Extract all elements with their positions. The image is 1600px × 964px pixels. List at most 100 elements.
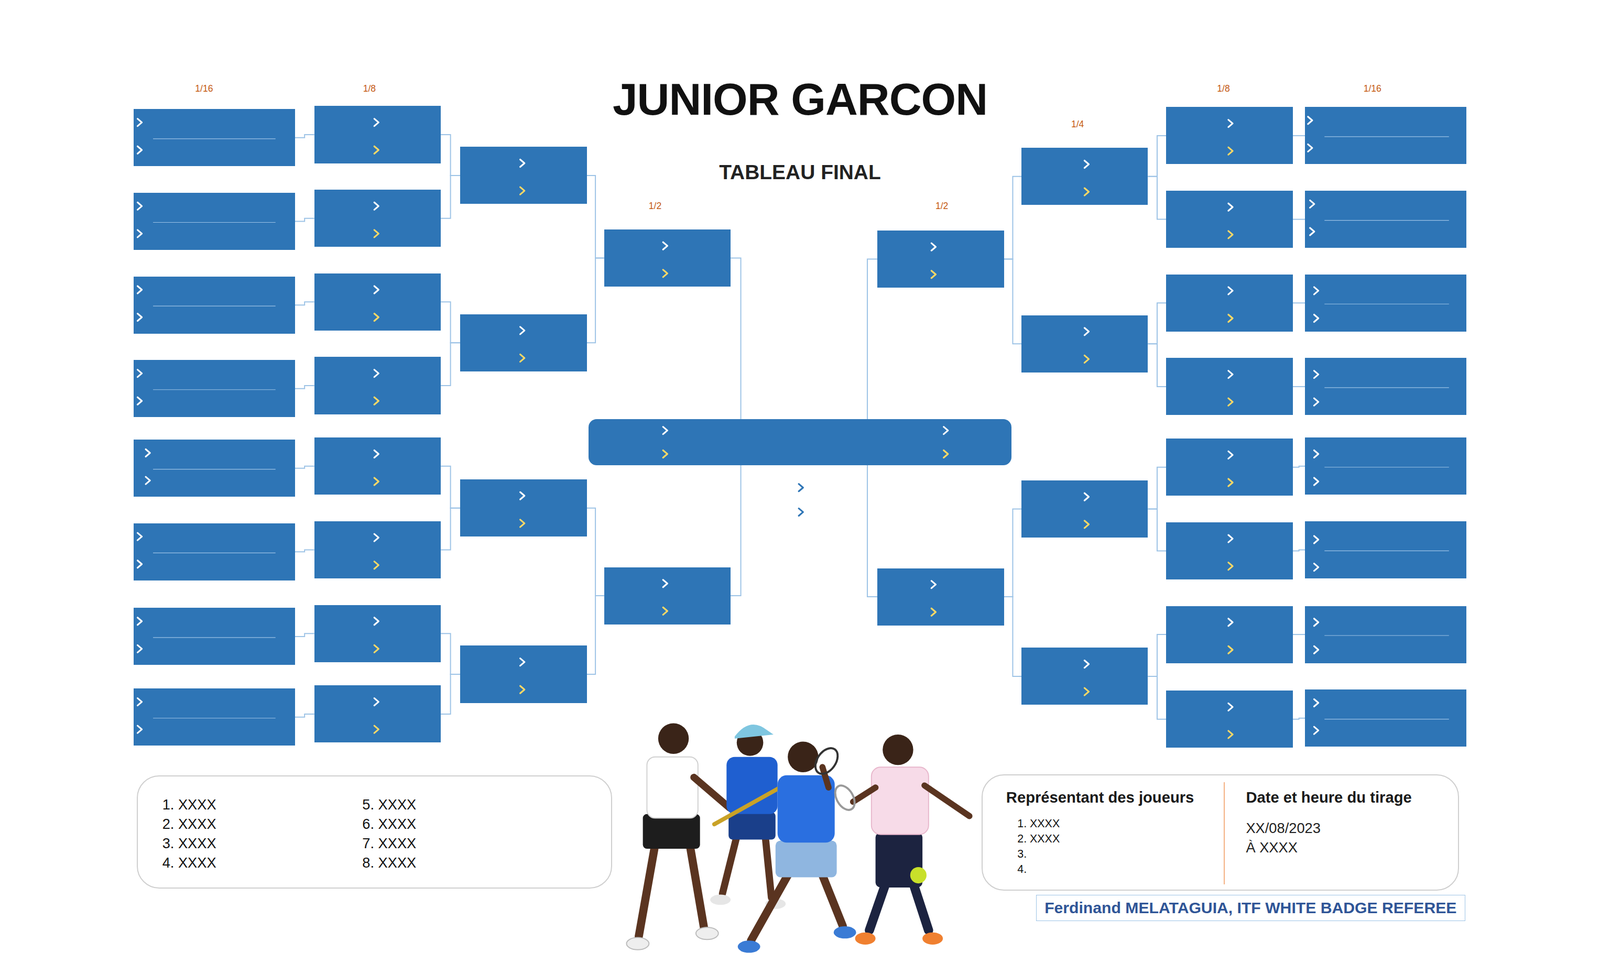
- name-line: [153, 469, 276, 470]
- chevron: [1228, 731, 1233, 739]
- chevron: [1313, 563, 1319, 572]
- match-box: [1304, 521, 1467, 579]
- referee-name: Ferdinand MELATAGUIA, ITF WHITE BADGE RE…: [1044, 895, 1457, 922]
- chevron: [137, 560, 142, 569]
- chevron: [931, 243, 936, 251]
- seed-entry: 3. XXXX: [162, 833, 363, 854]
- seed-entry: 6. XXXX: [362, 814, 612, 834]
- match-box: [1166, 190, 1293, 248]
- chevron: [374, 118, 379, 127]
- bracket-line: [1292, 219, 1305, 221]
- chevron: [1228, 371, 1233, 379]
- draw-date-block: Date et heure du tirageXX/08/2023À XXXX: [1223, 782, 1455, 885]
- bracket-line: [1292, 135, 1305, 137]
- chevron: [1228, 314, 1233, 322]
- chevron: [520, 658, 525, 667]
- round-label: 1/8: [363, 83, 376, 94]
- name-line: [153, 306, 276, 307]
- chevron: [931, 608, 936, 616]
- player-figure: [831, 734, 970, 945]
- chevron: [1084, 160, 1089, 168]
- chevron: [374, 313, 379, 322]
- chevron: [1228, 398, 1233, 406]
- match-box: [877, 568, 1004, 626]
- list-item: XX/08/2023: [1245, 818, 1454, 838]
- name-line: [1324, 719, 1450, 720]
- match-box: [314, 189, 441, 247]
- match-box: [1021, 147, 1148, 205]
- chevron: [374, 725, 379, 734]
- chevron: [1084, 493, 1089, 501]
- panel-heading: Représentant des joueurs: [1006, 788, 1221, 808]
- name-line: [153, 637, 276, 638]
- chevron: [137, 286, 142, 294]
- match-box: [1021, 480, 1148, 538]
- referee-credit: Ferdinand MELATAGUIA, ITF WHITE BADGE RE…: [1036, 895, 1466, 922]
- match-box: [133, 276, 296, 334]
- chevron: [1228, 451, 1233, 459]
- bracket-line: [1004, 176, 1022, 260]
- match-box: [460, 645, 587, 703]
- chevron: [374, 617, 379, 626]
- chevron: [1313, 536, 1319, 544]
- chevron: [520, 686, 525, 694]
- name-line: [153, 138, 276, 139]
- chevron: [662, 242, 668, 250]
- match-box: [133, 439, 296, 497]
- bracket-line: [586, 595, 605, 675]
- match-box: [1166, 690, 1293, 748]
- bracket-line: [1147, 343, 1167, 387]
- chevron: [137, 146, 142, 154]
- chevron: [374, 286, 379, 294]
- info-panel: Représentant des joueurs1. XXXX2. XXXX3.…: [981, 774, 1460, 891]
- chevron: [798, 508, 803, 516]
- bracket-line: [730, 465, 741, 596]
- chevron: [137, 230, 142, 238]
- seed-entry: 8. XXXX: [362, 853, 612, 873]
- chevron: [1310, 200, 1315, 208]
- panel-heading: Date et heure du tirage: [1245, 788, 1454, 808]
- chevron: [374, 698, 379, 706]
- chevron: [662, 580, 668, 588]
- chevron: [1313, 618, 1319, 627]
- chevron: [1308, 144, 1313, 152]
- bracket-line: [1292, 718, 1305, 720]
- round-label: 1/2: [648, 200, 662, 212]
- bracket-line: [295, 549, 315, 552]
- chevron: [1308, 116, 1313, 125]
- chevron: [1228, 231, 1233, 239]
- chevron: [137, 118, 142, 127]
- list-item: 4.: [1006, 862, 1221, 878]
- bracket-line: [1147, 135, 1167, 177]
- match-box: [1021, 647, 1148, 705]
- chevron: [374, 397, 379, 405]
- round-label: 1/2: [935, 200, 949, 212]
- bracket-line: [1292, 386, 1305, 388]
- match-box: [133, 109, 296, 167]
- chevron: [520, 327, 525, 335]
- bracket-line: [440, 175, 461, 219]
- round-label: 1/8: [1216, 83, 1230, 94]
- chevron: [374, 450, 379, 458]
- round-label: 1/16: [194, 83, 213, 94]
- chevron: [137, 369, 142, 378]
- chevron: [931, 270, 936, 279]
- match-box: [1021, 315, 1148, 373]
- bracket-line: [1147, 302, 1167, 344]
- chevron: [1313, 726, 1319, 735]
- chevron: [137, 202, 142, 210]
- bracket-line: [1147, 676, 1167, 720]
- chevron: [137, 645, 142, 653]
- chevron: [662, 269, 668, 278]
- seed-entry: 2. XXXX: [162, 814, 363, 834]
- name-line: [1324, 550, 1450, 552]
- seed-entry: 5. XXXX: [362, 795, 612, 815]
- bracket-line: [440, 633, 461, 675]
- match-box: [1166, 522, 1293, 580]
- list-item: 2. XXXX: [1006, 831, 1221, 847]
- match-box: [133, 688, 296, 746]
- match-box: [604, 567, 731, 625]
- chevron: [374, 146, 379, 154]
- match-box: [314, 105, 441, 163]
